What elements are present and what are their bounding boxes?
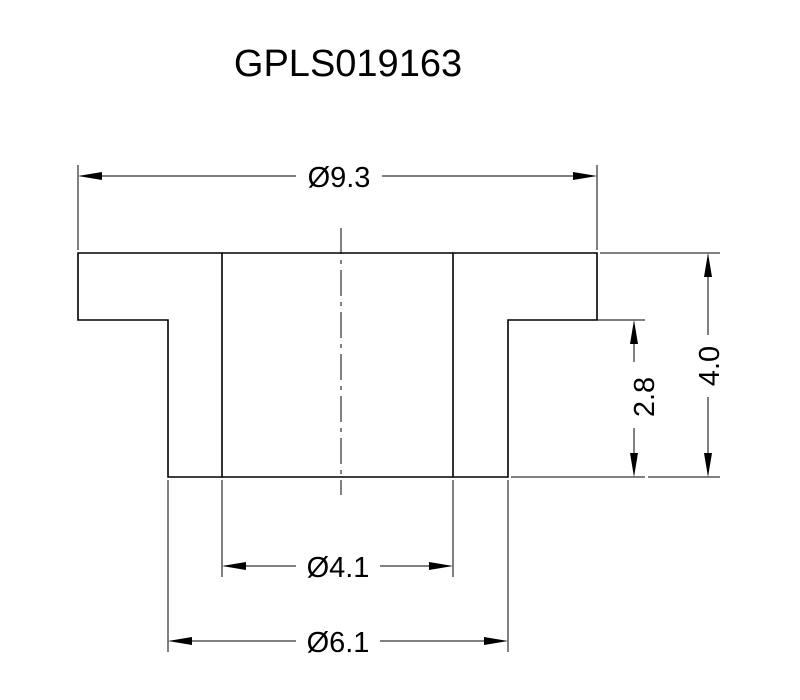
arrow-head <box>484 637 508 645</box>
body-diameter-label: Ø6.1 <box>307 627 370 659</box>
arrow-head <box>704 453 712 477</box>
arrow-head <box>704 253 712 277</box>
left-hatched-section <box>77 252 223 478</box>
right-hatched-section <box>452 252 598 478</box>
arrow-head <box>630 453 638 477</box>
arrow-head <box>168 637 192 645</box>
arrow-head <box>78 172 102 180</box>
bore-diameter-label: Ø4.1 <box>307 552 370 584</box>
arrow-head <box>573 172 597 180</box>
dimension-bore-diameter: Ø4.1 <box>221 480 454 584</box>
part-number-title: GPLS019163 <box>234 43 462 85</box>
flange-diameter-label: Ø9.3 <box>308 162 371 194</box>
body-length-label: 2.8 <box>629 377 661 417</box>
section-view <box>77 228 598 495</box>
dimension-body-diameter: Ø6.1 <box>167 480 509 659</box>
dimension-flange-diameter: Ø9.3 <box>77 162 598 250</box>
arrow-head <box>222 562 246 570</box>
dimension-overall-length: 4.0 <box>600 252 726 478</box>
overall-length-label: 4.0 <box>694 346 726 386</box>
arrow-head <box>429 562 453 570</box>
arrow-head <box>630 320 638 344</box>
dimension-body-length: 2.8 <box>511 319 661 478</box>
